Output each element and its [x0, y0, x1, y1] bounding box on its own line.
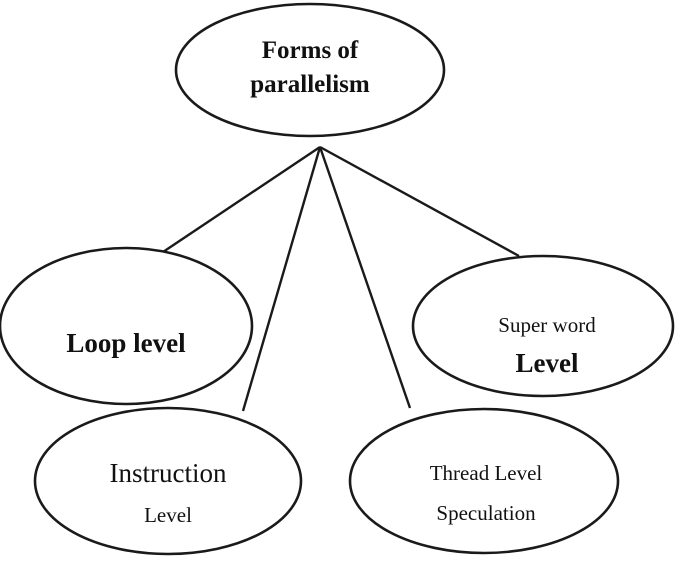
edge-root-to-instruction-level [241, 146, 322, 412]
node-thread-level-speculation-line1: Thread Level [430, 461, 543, 485]
edge-root-to-loop-level [159, 146, 321, 255]
edge-root-to-thread-level-speculation [318, 146, 412, 409]
node-superword-level: Super word Level [411, 254, 675, 398]
node-instruction-level-shape [33, 406, 303, 556]
node-instruction-level-line2: Level [144, 503, 192, 527]
node-forms-of-parallelism-line1: Forms of [262, 37, 359, 64]
node-thread-level-speculation: Thread Level Speculation [348, 407, 620, 555]
node-forms-of-parallelism-line2: parallelism [250, 71, 370, 98]
node-superword-level-shape [411, 254, 675, 398]
node-loop-level-label: Loop level [66, 328, 186, 358]
node-instruction-level: Instruction Level [33, 406, 303, 556]
node-loop-level: Loop level [0, 246, 254, 406]
node-thread-level-speculation-line2: Speculation [436, 501, 536, 525]
edge-root-to-superword-level [319, 145, 520, 258]
node-forms-of-parallelism-shape [174, 2, 446, 138]
node-superword-level-line2: Level [516, 348, 579, 378]
node-loop-level-shape [0, 246, 254, 406]
node-forms-of-parallelism: Forms of parallelism [174, 2, 446, 138]
node-instruction-level-line1: Instruction [110, 458, 227, 488]
node-superword-level-line1: Super word [498, 313, 596, 337]
node-thread-level-speculation-shape [348, 407, 620, 555]
